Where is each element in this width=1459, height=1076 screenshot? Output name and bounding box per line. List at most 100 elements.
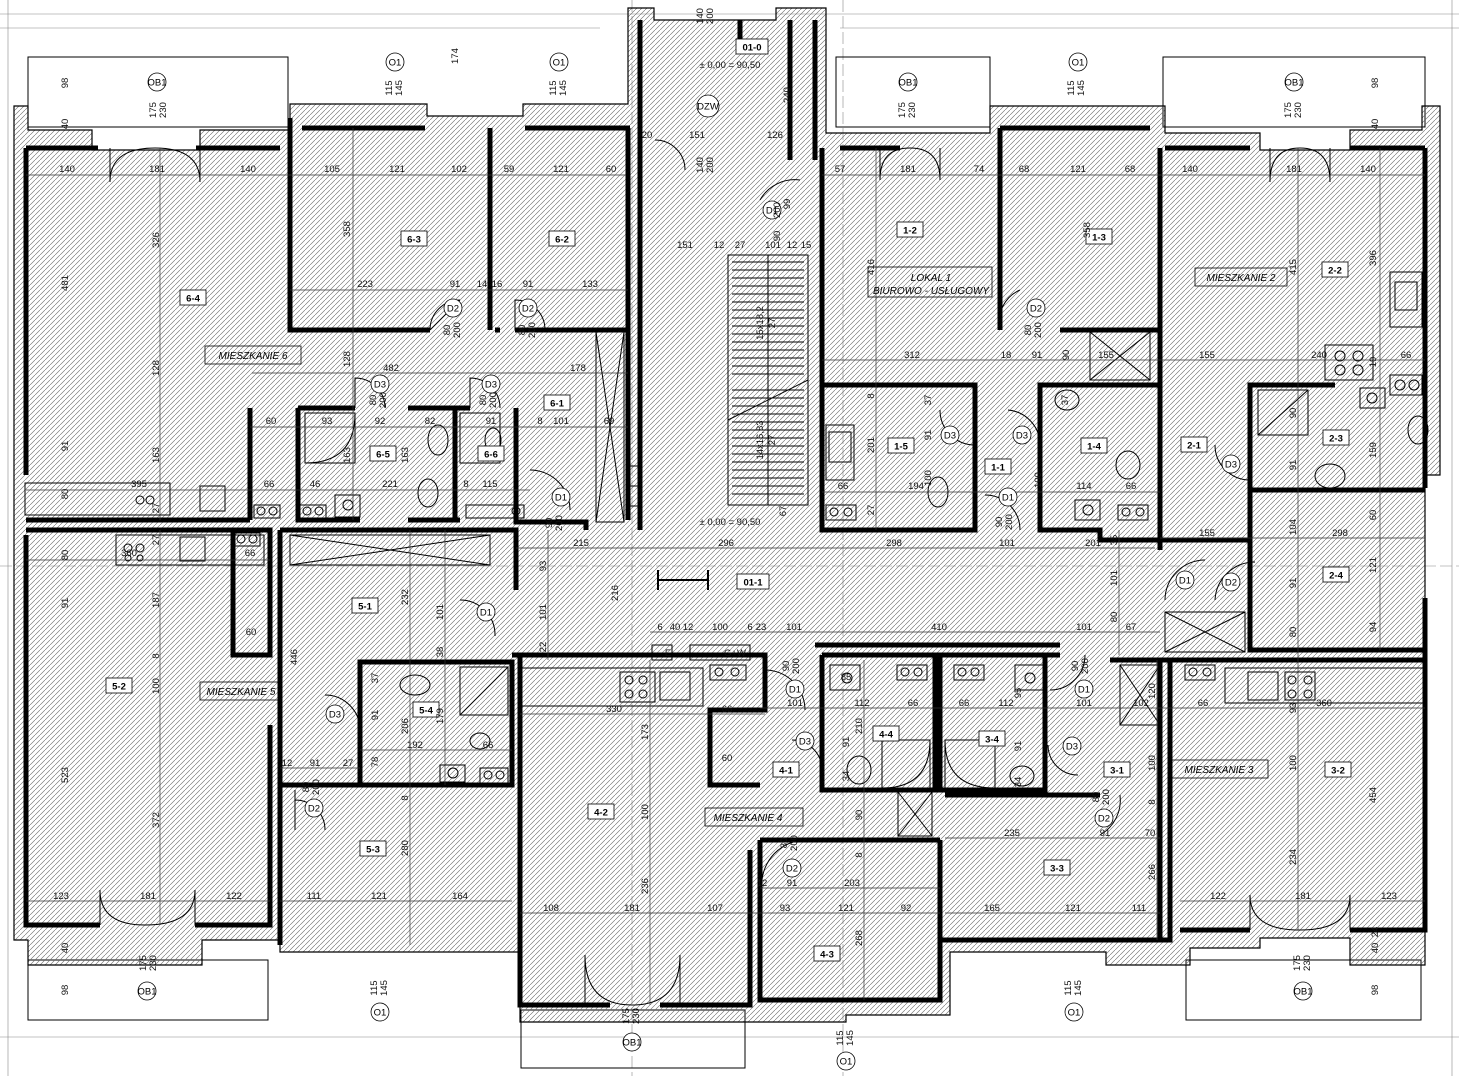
room-number: 4-3 <box>820 950 834 961</box>
vertical-dimension-value: 206 <box>400 718 411 734</box>
vertical-dimension-value: 91 <box>923 430 934 441</box>
window-tag-text: OB1 <box>137 987 156 998</box>
door-tag-text: D2 <box>447 304 459 315</box>
apartment-name: LOKAL 1 <box>911 273 951 284</box>
dimension-value: 155 <box>1098 350 1114 361</box>
dimension-value: 123 <box>1381 891 1397 902</box>
door-tag: D3 <box>370 374 390 394</box>
window-tag-text: O1 <box>840 1057 853 1068</box>
room-label: 5-1 <box>351 597 379 614</box>
window-tag-text: O1 <box>374 1008 387 1019</box>
dimension-value: 101 <box>1076 622 1092 633</box>
dimension-value: 181 <box>1286 164 1302 175</box>
room-number: 4-4 <box>879 730 893 741</box>
dimension-value: 66 <box>264 479 275 490</box>
door-tag-text: D1 <box>1078 685 1090 696</box>
dimension-value: 298 <box>1332 528 1348 539</box>
vertical-dimension-value: 104 <box>1288 519 1299 535</box>
dimension-value: 12 <box>757 878 768 889</box>
window-tag: OB1 <box>147 72 167 92</box>
room-label: 1-2 <box>896 221 924 238</box>
dimension-value: 91 <box>523 279 534 290</box>
vertical-dimension-value: 200 <box>378 392 389 408</box>
dimension-value: 91 <box>486 416 497 427</box>
vertical-dimension-value: 230 <box>631 1008 642 1024</box>
vertical-dimension-value: 200 <box>1101 789 1112 805</box>
room-number: 4-2 <box>594 808 608 819</box>
apartment-label-frame <box>1194 267 1288 287</box>
vertical-dimension-value: 24 <box>1370 927 1381 938</box>
dimension-value: 91 <box>450 279 461 290</box>
room-label: 6-5 <box>369 445 397 462</box>
vertical-dimension-value: 80 <box>60 550 71 561</box>
dimension-value: 140 <box>59 164 75 175</box>
dimension-value: 20 <box>642 130 653 141</box>
door-tag: DZW <box>696 94 720 118</box>
vertical-dimension-value: 80 <box>1288 627 1299 638</box>
window-tag: O1 <box>1064 1002 1084 1022</box>
dimension-value: 74 <box>974 164 985 175</box>
vertical-dimension-value: 175 <box>621 1008 632 1024</box>
vertical-dimension-value: 115 <box>835 1030 846 1045</box>
door-tag: D3 <box>1221 454 1241 474</box>
vertical-dimension-value: 200 <box>705 157 716 173</box>
vertical-dimension-value: 216 <box>610 585 621 601</box>
vertical-dimension-value: 230 <box>148 955 159 971</box>
door-tag-text: D2 <box>1098 814 1110 825</box>
vertical-dimension-value: 175 <box>1292 955 1303 971</box>
dimension-value: 91 <box>310 758 321 769</box>
room-number: 3-4 <box>985 735 999 746</box>
window-tag-text: O1 <box>553 58 566 69</box>
vertical-dimension-value: 115 <box>1063 980 1074 995</box>
vertical-dimension-value: 80 <box>301 782 312 793</box>
dimension-value: 101 <box>553 416 569 427</box>
vertical-dimension-value: 120 <box>1147 683 1158 699</box>
vertical-dimension-value: 230 <box>907 102 918 118</box>
door-tag: D1 <box>785 679 805 699</box>
vertical-dimension-value: 98 <box>1370 985 1381 996</box>
dimension-value: 69 <box>604 416 615 427</box>
vertical-dimension-value: 40 <box>60 943 71 954</box>
dimension-value: 66 <box>908 698 919 709</box>
vertical-dimension-value: 27 <box>151 535 162 546</box>
vertical-dimension-value: 27 <box>767 435 778 446</box>
dimension-value: 194 <box>908 481 924 492</box>
vertical-dimension-value: 115 <box>1066 80 1077 95</box>
vertical-dimension-value: 145 <box>558 80 569 96</box>
vertical-dimension-value: 100 <box>151 678 162 694</box>
vertical-dimension-value: 90 <box>854 810 865 821</box>
dimension-value: 57 <box>835 164 846 175</box>
window-tag: O1 <box>1068 52 1088 72</box>
door-tag: D1 <box>1074 679 1094 699</box>
window-tag-text: OB1 <box>898 78 917 89</box>
vertical-dimension-value: 230 <box>1293 102 1304 118</box>
vertical-dimension-value: 358 <box>342 221 353 237</box>
dimension-value: 101 <box>786 622 802 633</box>
door-tag-text: D2 <box>786 864 798 875</box>
vertical-dimension-value: 8 <box>400 795 411 800</box>
dimension-value: 8 <box>463 479 468 490</box>
dimension-value: 215 <box>573 538 589 549</box>
dimension-value: 121 <box>389 164 405 175</box>
door-tag: D1 <box>762 200 782 220</box>
vertical-dimension-value: 101 <box>1109 570 1120 586</box>
dimension-value: 66 <box>1126 481 1137 492</box>
door-tag-text: D3 <box>1016 431 1028 442</box>
vertical-dimension-value: 523 <box>60 767 71 783</box>
door-tag-text: D3 <box>485 380 497 391</box>
room-number: 6-5 <box>376 450 390 461</box>
vertical-dimension-value: 200 <box>554 515 565 531</box>
vertical-dimension-value: 115 <box>384 80 395 95</box>
room-number: 2-1 <box>1187 441 1201 452</box>
room-label: 1-1 <box>984 458 1012 475</box>
window-tag: OB1 <box>137 981 157 1001</box>
dimension-value: 12 <box>683 622 694 633</box>
dimension-value: 201 <box>1085 538 1101 549</box>
vertical-dimension-value: 179 <box>435 708 446 724</box>
dimension-value: 40 <box>670 622 681 633</box>
vertical-dimension-value: 91 <box>60 598 71 609</box>
dimension-value: 140 <box>1182 164 1198 175</box>
room-label: 1-3 <box>1085 228 1113 245</box>
